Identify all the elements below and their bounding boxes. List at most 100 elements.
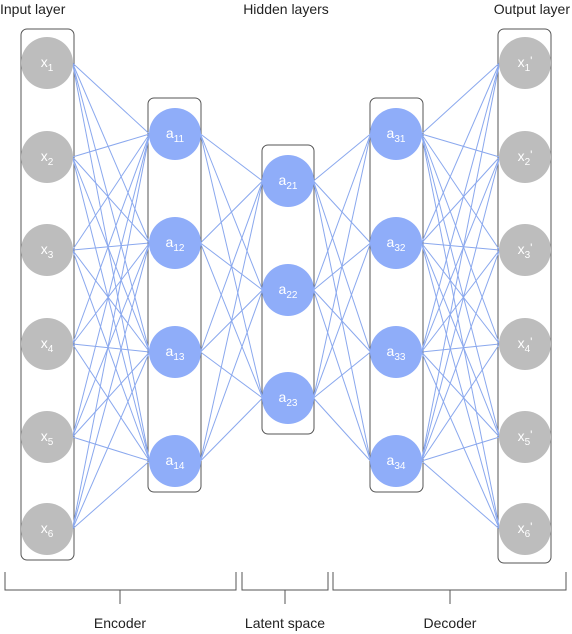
node-label: x3 <box>41 241 54 261</box>
node-label: a33 <box>387 343 406 363</box>
edge-input-5-to-encoder-hidden-2 <box>72 242 150 438</box>
edge-latent-3-to-decoder-hidden-4 <box>313 397 371 462</box>
node-label: x6 <box>41 520 54 540</box>
node-circle <box>262 155 314 207</box>
node-circle <box>370 435 422 487</box>
edge-decoder-hidden-2-to-output-2 <box>421 156 500 244</box>
node-label: a13 <box>166 343 185 363</box>
edge-decoder-hidden-1-to-output-1 <box>421 62 500 135</box>
edge-input-1-to-encoder-hidden-2 <box>72 62 150 244</box>
edge-decoder-hidden-1-to-output-6 <box>420 133 501 530</box>
edge-input-2-to-encoder-hidden-2 <box>72 156 150 244</box>
node-circle <box>499 318 551 370</box>
node-circle <box>21 503 73 555</box>
edge-encoder-hidden-3-to-latent-1 <box>200 180 263 353</box>
node-encoder-hidden-1: a11 <box>149 108 201 160</box>
edge-input-4-to-encoder-hidden-3 <box>72 343 150 353</box>
edge-input-6-to-encoder-hidden-3 <box>72 351 150 530</box>
node-label: a32 <box>387 234 406 254</box>
node-output-2: x2' <box>499 131 551 183</box>
node-input-1: x1 <box>21 37 73 89</box>
node-label: a31 <box>387 125 406 145</box>
edge-decoder-hidden-2-to-output-1 <box>421 62 500 244</box>
edge-input-3-to-encoder-hidden-4 <box>72 249 150 462</box>
edge-input-5-to-encoder-hidden-1 <box>71 133 151 438</box>
edge-latent-1-to-decoder-hidden-1 <box>313 133 371 182</box>
node-label: a21 <box>279 172 298 192</box>
edge-latent-3-to-decoder-hidden-3 <box>313 351 371 399</box>
node-input-4: x4 <box>21 318 73 370</box>
node-circle <box>149 108 201 160</box>
edge-input-4-to-encoder-hidden-4 <box>72 343 150 462</box>
node-circle <box>370 217 422 269</box>
edge-decoder-hidden-4-to-output-4 <box>421 343 500 462</box>
edge-latent-3-to-decoder-hidden-1 <box>312 133 372 399</box>
node-circle <box>21 131 73 183</box>
node-label: a11 <box>166 125 185 145</box>
edge-input-2-to-encoder-hidden-3 <box>72 156 150 353</box>
node-circle <box>499 37 551 89</box>
node-output-1: x1' <box>499 37 551 89</box>
node-label: x4' <box>518 335 533 355</box>
edge-decoder-hidden-2-to-output-4 <box>421 242 500 345</box>
node-encoder-hidden-3: a13 <box>149 326 201 378</box>
node-input-2: x2 <box>21 131 73 183</box>
node-circle <box>149 435 201 487</box>
edge-decoder-hidden-3-to-output-1 <box>420 62 501 353</box>
latent-space-label: Latent space <box>245 615 325 631</box>
edge-decoder-hidden-4-to-output-6 <box>421 460 500 530</box>
edge-decoder-hidden-2-to-output-3 <box>421 242 500 251</box>
encoder-label: Encoder <box>94 615 146 631</box>
edge-input-1-to-encoder-hidden-3 <box>71 62 151 353</box>
node-label: x5 <box>41 428 54 448</box>
edge-decoder-hidden-3-to-output-6 <box>421 351 500 530</box>
node-input-5: x5 <box>21 411 73 463</box>
node-label: a22 <box>279 281 298 301</box>
edge-input-5-to-encoder-hidden-4 <box>72 436 150 462</box>
encoder-hidden-layer-box <box>147 97 202 493</box>
node-label: x1 <box>41 54 54 74</box>
edge-decoder-hidden-4-to-output-5 <box>421 436 500 462</box>
node-circle <box>149 326 201 378</box>
node-latent-2: a22 <box>262 264 314 316</box>
edge-input-5-to-encoder-hidden-3 <box>72 351 150 438</box>
edge-input-2-to-encoder-hidden-1 <box>72 133 150 158</box>
node-circle <box>499 224 551 276</box>
edge-decoder-hidden-3-to-output-5 <box>421 351 500 438</box>
node-label: x2' <box>518 148 533 168</box>
edge-latent-3-to-decoder-hidden-2 <box>313 242 371 399</box>
node-label: a34 <box>387 452 406 472</box>
node-input-3: x3 <box>21 224 73 276</box>
node-label: x1' <box>518 54 533 74</box>
edge-decoder-hidden-2-to-output-6 <box>420 242 501 530</box>
output-layer-header: Output layer <box>494 1 571 17</box>
edge-input-1-to-encoder-hidden-4 <box>71 62 151 462</box>
edge-decoder-hidden-3-to-output-3 <box>421 249 500 353</box>
node-circle <box>262 264 314 316</box>
edge-input-3-to-encoder-hidden-3 <box>72 249 150 353</box>
node-decoder-hidden-1: a31 <box>370 108 422 160</box>
node-label: a12 <box>166 234 185 254</box>
edge-decoder-hidden-4-to-output-2 <box>420 156 501 462</box>
node-circle <box>21 318 73 370</box>
decoder-bracket <box>332 572 567 604</box>
node-circle <box>21 411 73 463</box>
edge-input-1-to-encoder-hidden-1 <box>72 62 150 135</box>
node-circle <box>262 372 314 424</box>
latent-bracket <box>241 572 329 604</box>
node-circle <box>21 37 73 89</box>
edge-input-3-to-encoder-hidden-2 <box>72 242 150 251</box>
node-circle <box>370 108 422 160</box>
edge-input-4-to-encoder-hidden-2 <box>72 242 150 345</box>
input-layer-box <box>20 28 75 561</box>
edge-input-6-to-encoder-hidden-2 <box>71 242 151 530</box>
edge-encoder-hidden-4-to-latent-2 <box>200 289 263 462</box>
node-circle <box>21 224 73 276</box>
edge-input-2-to-encoder-hidden-4 <box>71 156 151 462</box>
edge-decoder-hidden-4-to-output-3 <box>421 249 500 462</box>
node-latent-3: a23 <box>262 372 314 424</box>
edge-encoder-hidden-1-to-latent-1 <box>200 133 263 182</box>
node-decoder-hidden-4: a34 <box>370 435 422 487</box>
output-layer-box <box>497 28 552 564</box>
edge-decoder-hidden-3-to-output-4 <box>421 343 500 353</box>
